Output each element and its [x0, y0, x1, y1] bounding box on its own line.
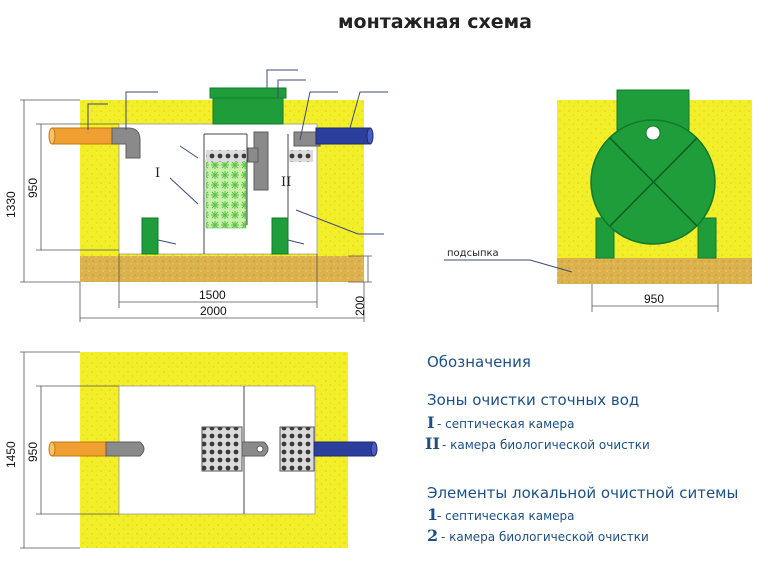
element-item-2: 2 - камера биологической очистки	[427, 526, 649, 545]
zone-text-1: - септическая камера	[437, 417, 574, 431]
plan-outlet-pipe	[313, 441, 375, 457]
legend: Обозначения Зоны очистки сточных вод I -…	[425, 353, 738, 545]
biofilter-media	[205, 159, 247, 229]
manhole-cover	[209, 87, 287, 99]
plan-filter-2	[279, 426, 315, 472]
inlet-pipe	[51, 127, 117, 145]
element-mark-1: 1	[427, 505, 438, 524]
biofilter-stones-2	[289, 150, 313, 162]
dim-height-total: 1330	[4, 191, 18, 218]
element-item-1: 1 - септическая камера	[427, 505, 574, 524]
element-text-2: - камера биологической очистки	[441, 530, 649, 544]
plan-inlet-tip	[105, 441, 145, 457]
outlet-pipe	[315, 127, 371, 145]
zone-text-2: - камера биологической очистки	[442, 438, 650, 452]
plan-filter-1	[201, 426, 243, 472]
plan-dim-height-inner: 950	[26, 442, 40, 462]
legend-heading: Обозначения	[427, 353, 531, 371]
plan-view: 1450 950	[4, 351, 378, 549]
end-dim-width: 950	[644, 292, 664, 306]
plan-overflow-pipe	[241, 441, 269, 457]
dim-width-inner: 1500	[199, 288, 226, 302]
zone-mark-1: I	[427, 413, 434, 432]
end-sand	[557, 258, 752, 284]
element-text-1: - септическая камера	[437, 509, 574, 523]
manhole-neck	[212, 97, 284, 125]
end-inlet-opening	[645, 125, 661, 141]
zone-mark-2: II	[425, 434, 440, 453]
bedding-label: подсыпка	[447, 248, 499, 259]
end-support-right	[697, 217, 717, 259]
zone-item-1: I - септическая камера	[427, 413, 574, 432]
section-view: I II 1330 950 1500 2000 200	[4, 69, 388, 322]
elements-title: Элементы локальной очистной ситемы	[427, 484, 738, 502]
support-right	[271, 217, 289, 255]
page-title: монтажная схема	[338, 11, 532, 33]
support-left	[141, 217, 159, 255]
inlet-elbow	[111, 127, 141, 159]
zones-title: Зоны очистки сточных вод	[427, 391, 639, 409]
chamber-2-label: II	[281, 175, 291, 190]
sand-bedding	[80, 256, 364, 282]
biofilter-stones-1	[206, 150, 246, 162]
dim-base: 200	[353, 296, 367, 316]
zone-item-2: II - камера биологической очистки	[425, 434, 650, 453]
end-view: подсыпка 950	[444, 89, 752, 312]
dim-width-total: 2000	[200, 304, 227, 318]
dim-height-inner: 950	[26, 178, 40, 198]
plan-dim-height-total: 1450	[4, 441, 18, 468]
element-mark-2: 2	[427, 526, 438, 545]
chamber-1-label: I	[155, 166, 160, 181]
